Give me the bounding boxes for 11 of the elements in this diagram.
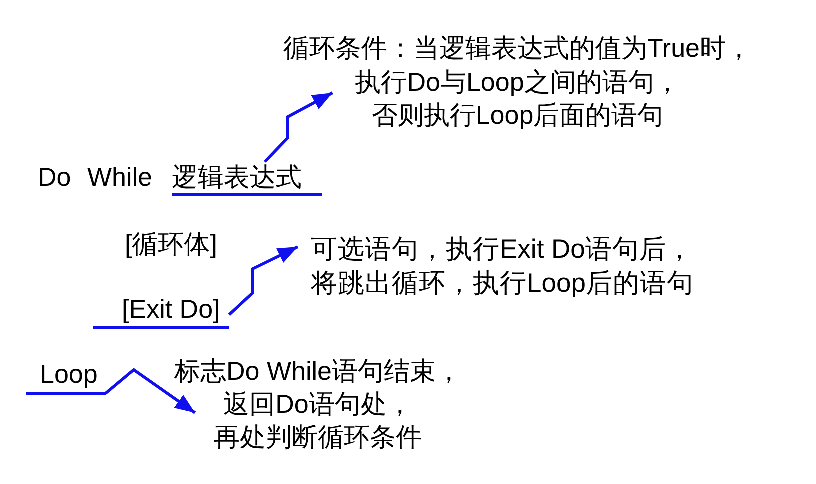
code-text: [循环体] — [125, 229, 218, 259]
underlined-code: 逻辑表达式 — [172, 162, 322, 196]
annotation-text: 可选语句，执行Exit Do语句后，将跳出循环，执行Loop后的语句 — [298, 232, 694, 300]
arrow — [228, 246, 299, 316]
annotation-text: 标志Do While语句结束，返回Do语句处，再处判断循环条件 — [174, 355, 462, 454]
arrow — [104, 368, 196, 414]
underlined-code: [Exit Do] — [93, 294, 230, 329]
code-text: Do While — [38, 162, 152, 192]
arrow — [264, 92, 334, 164]
annotation-text: 循环条件：当逻辑表达式的值为True时，执行Do与Loop之间的语句，否则执行Loop后面的语句 — [284, 32, 752, 132]
underlined-code: Loop — [26, 359, 106, 395]
